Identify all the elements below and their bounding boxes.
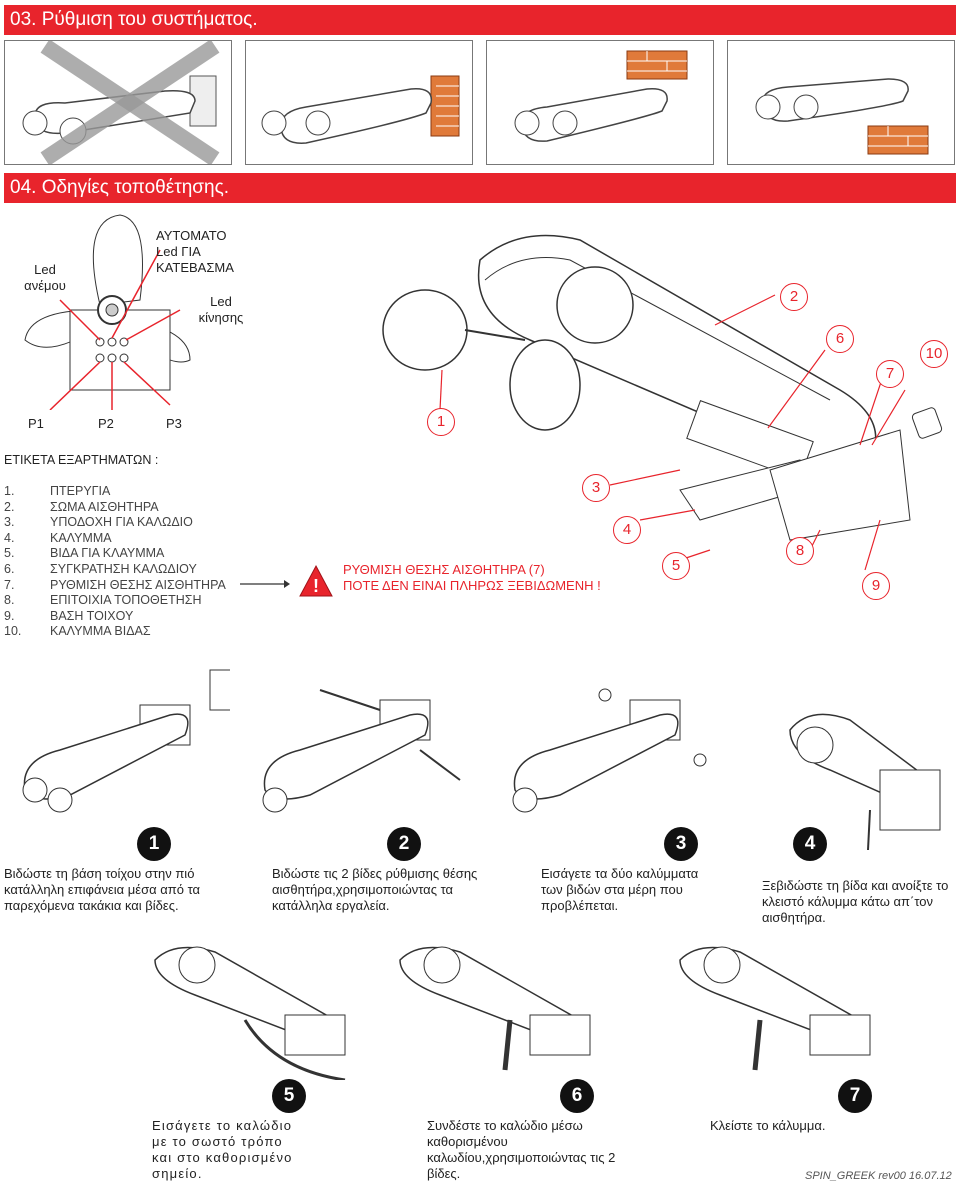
- setup-panel-side-wall: [245, 40, 473, 165]
- parts-list-label: ΒΑΣΗ ΤΟΙΧΟΥ: [50, 608, 134, 623]
- setup-panel-top-wall: [486, 40, 714, 165]
- warning-icon: !: [299, 564, 333, 597]
- callout-1: 1: [427, 408, 455, 436]
- sensor-exploded-view: [382, 234, 943, 571]
- parts-list-number: 5.: [4, 546, 15, 561]
- parts-list-label: ΥΠΟΔΟΧΗ ΓΙΑ ΚΑΛΩΔΙΟ: [50, 515, 193, 530]
- svg-text:!: !: [313, 576, 319, 596]
- parts-list-number: 3.: [4, 515, 15, 530]
- callout-7: 7: [876, 360, 904, 388]
- setup-panel-wrong: [4, 40, 232, 165]
- step-4-text: Ξεβιδώστε τη βίδα και ανοίξτε το κλειστό…: [762, 878, 949, 925]
- parts-list-item: 5. ΒΙΔΑ ΓΙΑ ΚΛΑΥΜΜΑ: [4, 546, 226, 562]
- section-header-setup: 03. Ρύθμιση του συστήματος.: [4, 5, 956, 35]
- step-1-text: Βιδώστε τη βάση τοίχου στην πιό κατάλληλ…: [4, 866, 201, 913]
- parts-list-label: ΒΙΔΑ ΓΙΑ ΚΛΑΥΜΜΑ: [50, 546, 165, 561]
- parts-list: 1. ΠΤΕΡΥΓΙΑ 2. ΣΩΜΑ ΑΙΣΘΗΤΗΡΑ 3. ΥΠΟΔΟΧΗ ΓΙΑ …: [4, 484, 226, 640]
- step-7-text: Κλείστε το κάλυμμα.: [710, 1118, 826, 1133]
- step-2-illustration: [262, 689, 461, 813]
- parts-list-label: ΚΑΛΥΜΜΑ: [50, 530, 112, 545]
- parts-list-item: 1. ΠΤΕΡΥΓΙΑ: [4, 484, 226, 500]
- parts-list-label: ΣΥΓΚΡΑΤΗΣΗ ΚΑΛΩΔΙΟΥ: [50, 561, 197, 576]
- parts-list-label: ΡΥΘΜΙΣΗ ΘΕΣΗΣ ΑΙΣΘΗΤΗΡΑ: [50, 577, 226, 592]
- callout-8: 8: [786, 537, 814, 565]
- step-3-illustration: [512, 688, 707, 813]
- step-2-text: Βιδώστε τις 2 βίδες ρύθμισης θέσης αισθη…: [272, 866, 478, 913]
- footer-revision: SPIN_GREEK rev00 16.07.12: [805, 1170, 952, 1182]
- step-6-number: 6: [560, 1079, 594, 1113]
- step-7-illustration: [679, 946, 871, 1071]
- label-led-motion: Led κίνησης: [198, 294, 244, 325]
- sensor-wall-illustration-bottom: [755, 78, 929, 155]
- parts-list-number: 6.: [4, 561, 15, 576]
- step-6-illustration: [399, 946, 591, 1071]
- warning-text: ΡΥΘΜΙΣΗ ΘΕΣΗΣ ΑΙΣΘΗΤΗΡΑ (7) ΠΟΤΕ ΔΕΝ ΕΙΝ…: [343, 562, 601, 593]
- parts-list-number: 8.: [4, 593, 15, 608]
- callout-4: 4: [613, 516, 641, 544]
- label-p2: P2: [98, 416, 114, 431]
- step-5-illustration: [154, 946, 346, 1080]
- step-5-text: Εισάγετε το καλώδιο με το σωστό τρόπο κα…: [152, 1118, 293, 1181]
- label-p3: P3: [166, 416, 182, 431]
- parts-list-label: ΣΩΜΑ ΑΙΣΘΗΤΗΡΑ: [50, 499, 159, 514]
- callout-5: 5: [662, 552, 690, 580]
- step-4-illustration: [789, 713, 941, 851]
- step-6-text: Συνδέστε το καλώδιο μέσω καθορισμένου κα…: [427, 1118, 616, 1181]
- callout-6: 6: [826, 325, 854, 353]
- section-header-installation: 04. Οδηγίες τοποθέτησης.: [4, 173, 956, 203]
- callout-3: 3: [582, 474, 610, 502]
- parts-list-label: ΕΠΙΤΟΙΧΙΑ ΤΟΠΟΘΕΤΗΣΗ: [50, 593, 202, 608]
- parts-list-title: ΕΤΙΚΕΤΑ ΕΞΑΡΤΗΜΑΤΩΝ :: [4, 453, 159, 467]
- step-7-number: 7: [838, 1079, 872, 1113]
- callout-9: 9: [862, 572, 890, 600]
- parts-list-number: 9.: [4, 608, 15, 623]
- parts-list-number: 7.: [4, 577, 15, 592]
- step-3-number: 3: [664, 827, 698, 861]
- step-4-number: 4: [793, 827, 827, 861]
- parts-list-number: 4.: [4, 530, 15, 545]
- step-5-number: 5: [272, 1079, 306, 1113]
- sensor-wall-illustration-side: [261, 75, 460, 144]
- parts-list-item: 4. ΚΑΛΥΜΜΑ: [4, 531, 226, 547]
- setup-panel-bottom-wall: [727, 40, 955, 165]
- sensor-wall-illustration-top: [514, 50, 688, 142]
- arrow-icon: [240, 580, 290, 588]
- parts-list-item: 8. ΕΠΙΤΟΙΧΙΑ ΤΟΠΟΘΕΤΗΣΗ: [4, 593, 226, 609]
- parts-list-number: 1.: [4, 484, 15, 498]
- led-panel-diagram: [24, 214, 191, 410]
- sensor-wall-illustration-wrong: [22, 41, 220, 164]
- label-led-auto: ΑΥΤΟΜΑΤΟ Led ΓΙΑ ΚΑΤΕΒΑΣΜΑ: [156, 228, 234, 275]
- parts-list-item: 10. ΚΑΛΥΜΜΑ ΒΙΔΑΣ: [4, 624, 226, 640]
- parts-list-label: ΚΑΛΥΜΜΑ ΒΙΔΑΣ: [50, 624, 151, 639]
- step-1-illustration: [22, 669, 230, 813]
- step-2-number: 2: [387, 827, 421, 861]
- parts-list-item: 2. ΣΩΜΑ ΑΙΣΘΗΤΗΡΑ: [4, 500, 226, 516]
- parts-list-number: 2.: [4, 499, 15, 514]
- parts-list-number: 10.: [4, 624, 22, 639]
- parts-list-label: ΠΤΕΡΥΓΙΑ: [50, 484, 111, 498]
- callout-10: 10: [920, 340, 948, 368]
- callout-2: 2: [780, 283, 808, 311]
- label-led-wind: Led ανέμου: [24, 262, 66, 293]
- parts-list-item: 9. ΒΑΣΗ ΤΟΙΧΟΥ: [4, 609, 226, 625]
- step-1-number: 1: [137, 827, 171, 861]
- parts-list-item: 6. ΣΥΓΚΡΑΤΗΣΗ ΚΑΛΩΔΙΟΥ: [4, 562, 226, 578]
- step-3-text: Εισάγετε τα δύο καλύμματα των βιδών στα …: [541, 866, 699, 913]
- label-p1: P1: [28, 416, 44, 431]
- parts-list-item: 3. ΥΠΟΔΟΧΗ ΓΙΑ ΚΑΛΩΔΙΟ: [4, 515, 226, 531]
- parts-list-item: 7. ΡΥΘΜΙΣΗ ΘΕΣΗΣ ΑΙΣΘΗΤΗΡΑ: [4, 578, 226, 594]
